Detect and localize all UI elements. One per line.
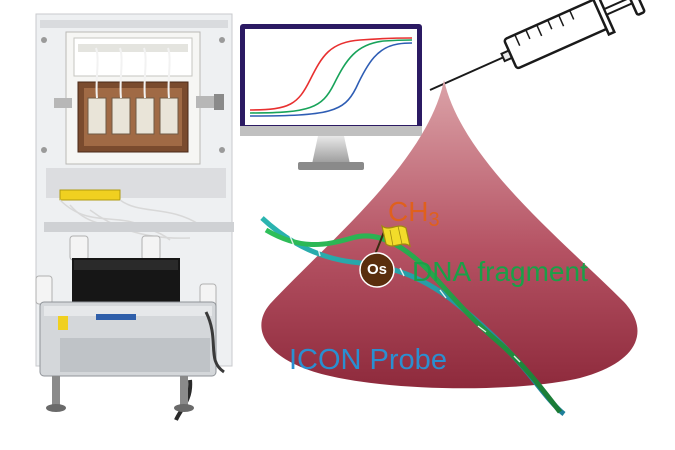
dna-fragment-label: DNA fragment — [412, 256, 588, 287]
instrument-apparatus-icon — [35, 13, 234, 421]
ch3-subscript: 3 — [428, 209, 440, 231]
curve-red — [249, 37, 413, 111]
syringe-icon — [429, 0, 646, 91]
curve-blue — [249, 42, 413, 117]
icon-probe-label: ICON Probe — [289, 344, 447, 376]
os-label: Os — [366, 261, 387, 278]
curve-green — [249, 39, 413, 114]
ch3-main-text: CH — [388, 196, 429, 227]
sigmoid-curves — [249, 37, 413, 117]
monitor-icon — [240, 24, 422, 170]
droplet-cone-icon — [261, 80, 638, 389]
ch3-label: CH3 — [388, 196, 440, 231]
os-atom-circle — [359, 252, 395, 288]
dna-helix-icon — [260, 216, 566, 416]
flag-icon — [371, 224, 411, 263]
